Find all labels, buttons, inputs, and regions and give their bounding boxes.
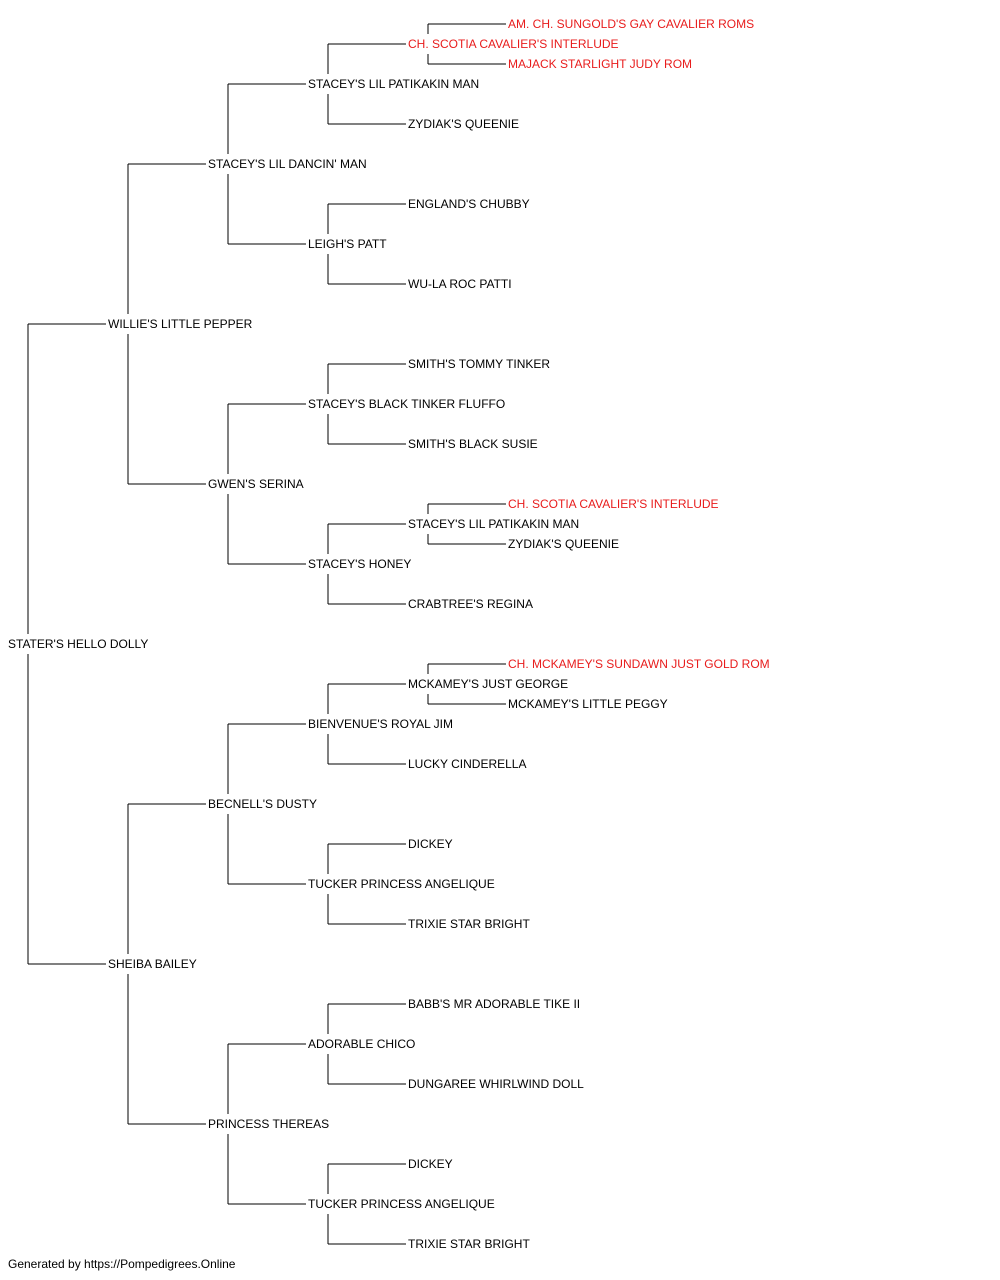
ancestor-name: GWEN'S SERINA — [208, 477, 306, 491]
ancestor-name: MAJACK STARLIGHT JUDY ROM — [508, 57, 695, 71]
ancestor-name: STACEY'S LIL DANCIN' MAN — [208, 157, 369, 171]
ancestor-name: ZYDIAK'S QUEENIE — [408, 117, 521, 131]
ancestor-name: MCKAMEY'S JUST GEORGE — [408, 677, 571, 691]
ancestor-name: ENGLAND'S CHUBBY — [408, 197, 532, 211]
footer-credit: Generated by https://Pompedigrees.Online — [8, 1257, 236, 1271]
ancestor-name: MCKAMEY'S LITTLE PEGGY — [508, 697, 670, 711]
ancestor-name: BIENVENUE'S ROYAL JIM — [308, 717, 455, 731]
ancestor-name: SHEIBA BAILEY — [108, 957, 199, 971]
ancestor-name: ZYDIAK'S QUEENIE — [508, 537, 621, 551]
ancestor-name: TRIXIE STAR BRIGHT — [408, 1237, 532, 1251]
ancestor-name: WILLIE'S LITTLE PEPPER — [108, 317, 255, 331]
ancestor-name: DICKEY — [408, 1157, 455, 1171]
ancestor-name: WU-LA ROC PATTI — [408, 277, 514, 291]
ancestor-name: BECNELL'S DUSTY — [208, 797, 319, 811]
ancestor-name: TRIXIE STAR BRIGHT — [408, 917, 532, 931]
ancestor-name: AM. CH. SUNGOLD'S GAY CAVALIER ROMS — [508, 17, 757, 31]
ancestor-name: DICKEY — [408, 837, 455, 851]
ancestor-name: SMITH'S BLACK SUSIE — [408, 437, 540, 451]
ancestor-name: DUNGAREE WHIRLWIND DOLL — [408, 1077, 586, 1091]
ancestor-name: CH. SCOTIA CAVALIER'S INTERLUDE — [408, 37, 621, 51]
ancestor-name: STACEY'S HONEY — [308, 557, 414, 571]
ancestor-name: TUCKER PRINCESS ANGELIQUE — [308, 877, 497, 891]
ancestor-name: CH. SCOTIA CAVALIER'S INTERLUDE — [508, 497, 721, 511]
ancestor-name: TUCKER PRINCESS ANGELIQUE — [308, 1197, 497, 1211]
ancestor-name: STACEY'S LIL PATIKAKIN MAN — [408, 517, 582, 531]
ancestor-name: CRABTREE'S REGINA — [408, 597, 535, 611]
ancestor-name: SMITH'S TOMMY TINKER — [408, 357, 553, 371]
ancestor-name: PRINCESS THEREAS — [208, 1117, 332, 1131]
ancestor-name: CH. MCKAMEY'S SUNDAWN JUST GOLD ROM — [508, 657, 772, 671]
ancestor-name: LUCKY CINDERELLA — [408, 757, 529, 771]
ancestor-name: ADORABLE CHICO — [308, 1037, 418, 1051]
ancestor-name: STACEY'S LIL PATIKAKIN MAN — [308, 77, 482, 91]
ancestor-name: BABB'S MR ADORABLE TIKE II — [408, 997, 583, 1011]
ancestor-name: STACEY'S BLACK TINKER FLUFFO — [308, 397, 508, 411]
ancestor-name: LEIGH'S PATT — [308, 237, 389, 251]
subject-dog-name: STATER'S HELLO DOLLY — [8, 637, 151, 651]
